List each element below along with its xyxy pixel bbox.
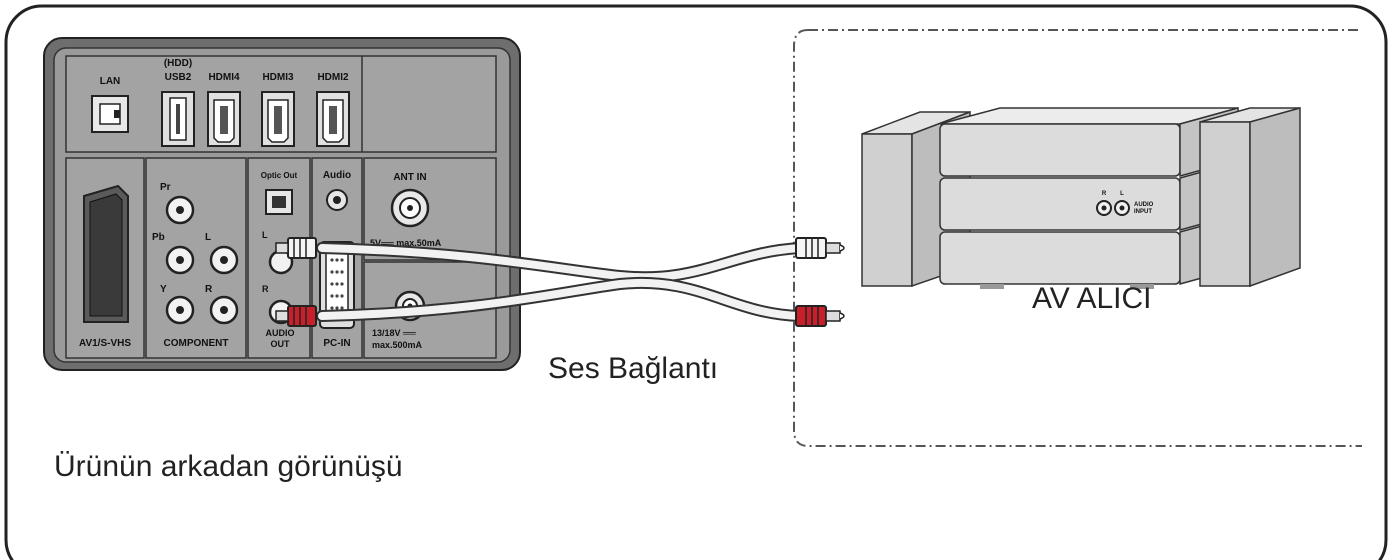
- optic-out-label: Optic Out: [261, 171, 298, 180]
- hdmi4-port: [207, 91, 241, 147]
- hdd-label: (HDD): [164, 58, 192, 69]
- hdmi3-label: HDMI3: [262, 72, 294, 83]
- optic-out-port: [265, 189, 293, 215]
- tv-plug-white: [275, 237, 317, 259]
- ant-in-port: [390, 188, 430, 228]
- usb-port: [161, 91, 195, 147]
- r-label: R: [205, 284, 213, 295]
- tv-plug-red: [275, 305, 317, 327]
- receiver-enclosure: [793, 29, 1362, 447]
- pc-audio-jack: [326, 189, 348, 211]
- sat-spec-label-1: 13/18V ══: [372, 328, 416, 338]
- receiver-audio-input-label-2: INPUT: [1134, 209, 1152, 215]
- hdmi3-port: [261, 91, 295, 147]
- receiver-audio-input-jacks: [1096, 200, 1130, 216]
- audio-out-r-label: R: [262, 284, 269, 294]
- pc-in-label: PC-IN: [323, 338, 350, 349]
- audio-cable: [316, 242, 806, 322]
- l-label: L: [205, 232, 211, 243]
- hdmi4-label: HDMI4: [208, 72, 240, 83]
- usb2-label: USB2: [165, 72, 192, 83]
- receiver-l-label: L: [1120, 191, 1124, 197]
- pb-label: Pb: [152, 232, 165, 243]
- scart-label: AV1/S-VHS: [79, 338, 131, 349]
- ant-in-label: ANT IN: [393, 172, 426, 183]
- receiver-plug-white: [795, 237, 845, 259]
- audio-out-l-label: L: [262, 230, 268, 240]
- vga-port: [319, 241, 355, 329]
- ant-spec-label: 5V══ max.50mA: [370, 238, 442, 248]
- hdmi2-port: [316, 91, 350, 147]
- audio-label: Audio: [323, 170, 351, 181]
- lan-label: LAN: [100, 76, 121, 87]
- caption: Ürünün arkadan görünüşü: [54, 450, 403, 483]
- hdmi2-label: HDMI2: [317, 72, 349, 83]
- audio-out-label-1: AUDIO: [266, 328, 295, 338]
- cable-label: Ses Bağlantı: [548, 352, 718, 385]
- receiver-r-label: R: [1102, 191, 1107, 197]
- y-label: Y: [160, 284, 167, 295]
- sat-spec-label-2: max.500mA: [372, 340, 423, 350]
- scart-port: [83, 184, 129, 323]
- component-label: COMPONENT: [164, 338, 229, 349]
- av-receiver: [861, 107, 1301, 289]
- receiver-label: AV ALICI: [1032, 282, 1152, 315]
- lan-port: [91, 95, 129, 133]
- receiver-audio-input-label-1: AUDIO: [1134, 202, 1154, 208]
- audio-out-label-2: OUT: [271, 339, 291, 349]
- pr-label: Pr: [160, 182, 171, 193]
- component-jacks: [165, 195, 239, 325]
- receiver-plug-red: [795, 305, 845, 327]
